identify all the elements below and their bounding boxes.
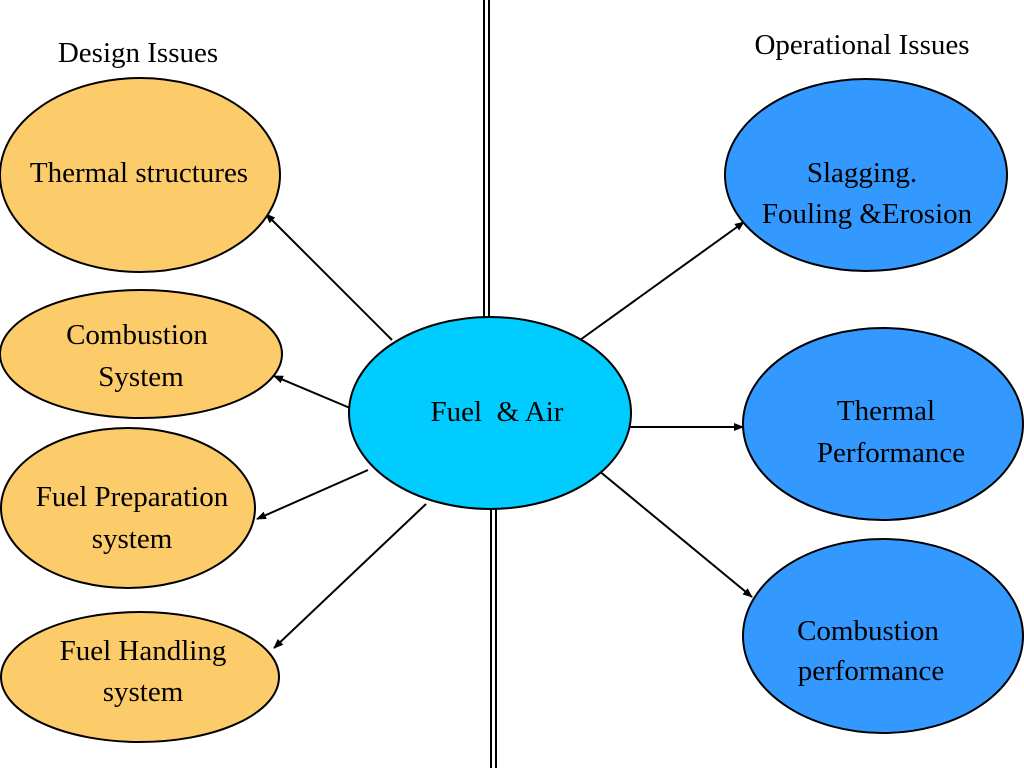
design-issues-heading: Design Issues [58, 37, 218, 69]
node-label: Thermal structures [30, 157, 248, 189]
node-label: Slagging. [807, 157, 917, 189]
node-label: Combustion [797, 615, 939, 647]
design-node-combustion-system: Combustion System [0, 289, 283, 419]
node-label: performance [798, 655, 945, 687]
design-node-fuel-preparation: Fuel Preparation system [0, 427, 256, 589]
design-node-fuel-handling: Fuel Handling system [0, 611, 280, 743]
node-label: Thermal [837, 395, 935, 427]
arrow-to-combustion-system [273, 375, 351, 409]
node-label: Fuel Preparation [36, 481, 229, 513]
node-label: Combustion [66, 319, 208, 351]
node-label: Fouling &Erosion [762, 198, 973, 230]
node-label: system [92, 523, 173, 555]
connectors [256, 213, 753, 649]
arrow-to-combustion-performance [597, 469, 753, 598]
arrow-to-fuel-preparation [256, 469, 369, 520]
design-node-thermal-structures: Thermal structures [0, 77, 281, 273]
arrow-to-slagging [579, 221, 745, 341]
arrow-to-thermal-structures [265, 213, 393, 341]
arrow-to-fuel-handling [273, 503, 427, 649]
center-node-fuel-air: Fuel & Air [348, 316, 632, 510]
node-label: Fuel Handling [60, 635, 227, 667]
node-label: System [98, 361, 184, 393]
operational-issues-heading: Operational Issues [754, 29, 969, 61]
operational-node-thermal-performance: Thermal Performance [742, 327, 1024, 521]
node-label: system [103, 676, 184, 708]
node-label: Performance [817, 437, 965, 469]
operational-node-combustion-performance: Combustion performance [742, 538, 1024, 734]
operational-node-slagging: Slagging. Fouling &Erosion [724, 78, 1008, 272]
center-label: Fuel & Air [431, 396, 564, 428]
vertical-divider [483, 0, 497, 768]
